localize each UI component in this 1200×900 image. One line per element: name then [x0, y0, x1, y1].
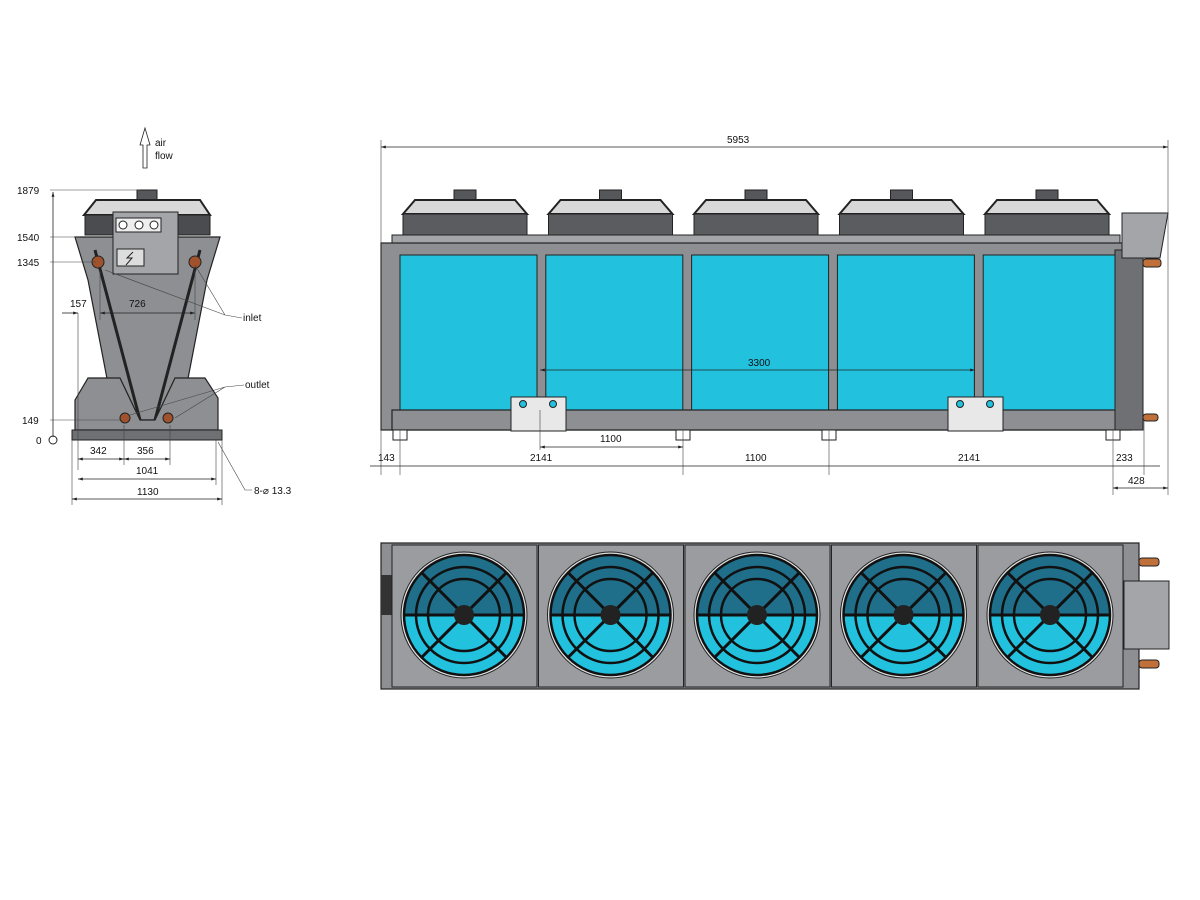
- fan-top: [546, 189, 675, 236]
- connection-plate: [510, 396, 567, 432]
- dim-143: 143: [378, 453, 395, 464]
- dim-1130: 1130: [137, 487, 159, 498]
- fan-top: [691, 189, 821, 236]
- dim-1100: 1100: [600, 434, 622, 445]
- fan-hub: [136, 189, 158, 201]
- bottom-rail: [391, 409, 1121, 431]
- dim-0: 0: [36, 436, 42, 447]
- fan-module: [977, 544, 1124, 688]
- dim-428: 428: [1128, 476, 1145, 487]
- fan-module: [831, 544, 977, 688]
- fan-top: [400, 189, 530, 236]
- airflow-arrow-icon: [139, 126, 151, 169]
- dim-157: 157: [70, 299, 87, 310]
- coil-panel: [982, 254, 1121, 411]
- feet: [392, 429, 1121, 441]
- dim-1345: 1345: [17, 258, 40, 269]
- dim-1100: 1100: [745, 453, 767, 464]
- fan-hub-icon: [454, 605, 474, 625]
- coil-panels: [399, 254, 1121, 411]
- dim-149: 149: [22, 416, 39, 427]
- fan-hub-icon: [893, 605, 914, 625]
- coil-edge: [93, 249, 202, 421]
- connection-plate: [947, 396, 1004, 432]
- electrical-box-top: [1123, 580, 1170, 650]
- airflow-label: flow: [155, 151, 174, 162]
- inlet-connection: [188, 255, 202, 269]
- fan-hub-icon: [1040, 605, 1060, 625]
- dim-342: 342: [90, 446, 107, 457]
- outlet-callout: outlet: [245, 380, 270, 391]
- dim-356: 356: [137, 446, 154, 457]
- coil-panel: [836, 254, 975, 411]
- dim-1879: 1879: [17, 186, 40, 197]
- dim-2141: 2141: [958, 453, 981, 464]
- dim-1041: 1041: [136, 466, 159, 477]
- coil-panel: [399, 254, 538, 411]
- mounting-holes-callout: 8-⌀ 13.3: [254, 486, 292, 497]
- fan-module: [391, 544, 538, 688]
- inlet-pipe: [1142, 258, 1162, 268]
- electrical-box: [1121, 212, 1169, 259]
- header-box: [1114, 249, 1144, 431]
- fan-top: [837, 189, 966, 236]
- fan-module: [538, 544, 684, 688]
- dim-2141: 2141: [530, 453, 553, 464]
- base-plate: [71, 429, 223, 441]
- dim-233: 233: [1116, 453, 1133, 464]
- fan-module: [684, 544, 831, 688]
- airflow-label: air: [155, 138, 167, 149]
- fan-hub-icon: [747, 605, 767, 625]
- coil-panel: [691, 254, 830, 411]
- fan-modules: [391, 544, 1124, 688]
- coil-panel: [545, 254, 684, 411]
- fan-tops: [400, 189, 1112, 236]
- inlet-callout: inlet: [243, 313, 262, 324]
- dim-3300: 3300: [748, 358, 771, 369]
- outlet-connection: [162, 412, 174, 424]
- top-view: [380, 542, 1170, 690]
- front-view: 5953 3300 1100 143 2141 1100 2141 233 42…: [370, 135, 1169, 495]
- fan-top: [982, 189, 1112, 236]
- outlet-pipe: [1142, 413, 1159, 422]
- dim-5953: 5953: [727, 135, 750, 146]
- dim-1540: 1540: [17, 233, 40, 244]
- side-view: air flow 1879 1540 1345 149 0 157: [17, 126, 292, 505]
- dim-726: 726: [129, 299, 146, 310]
- datum-symbol: [48, 435, 58, 445]
- fan-hub-icon: [600, 605, 621, 625]
- outlet-connection: [119, 412, 131, 424]
